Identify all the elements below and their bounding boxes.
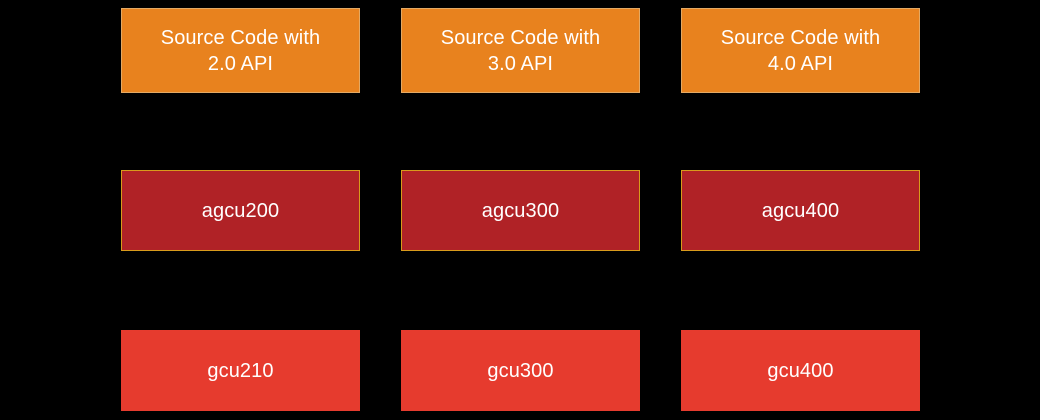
node-gcu400[interactable]: gcu400 [681,330,920,411]
node-agcu300[interactable]: agcu300 [401,170,640,251]
node-source-code-3-0-api[interactable]: Source Code with 3.0 API [401,8,640,93]
node-gcu210[interactable]: gcu210 [121,330,360,411]
node-agcu400[interactable]: agcu400 [681,170,920,251]
node-source-code-4-0-api[interactable]: Source Code with 4.0 API [681,8,920,93]
node-source-code-2-0-api[interactable]: Source Code with 2.0 API [121,8,360,93]
node-agcu200[interactable]: agcu200 [121,170,360,251]
node-gcu300[interactable]: gcu300 [401,330,640,411]
